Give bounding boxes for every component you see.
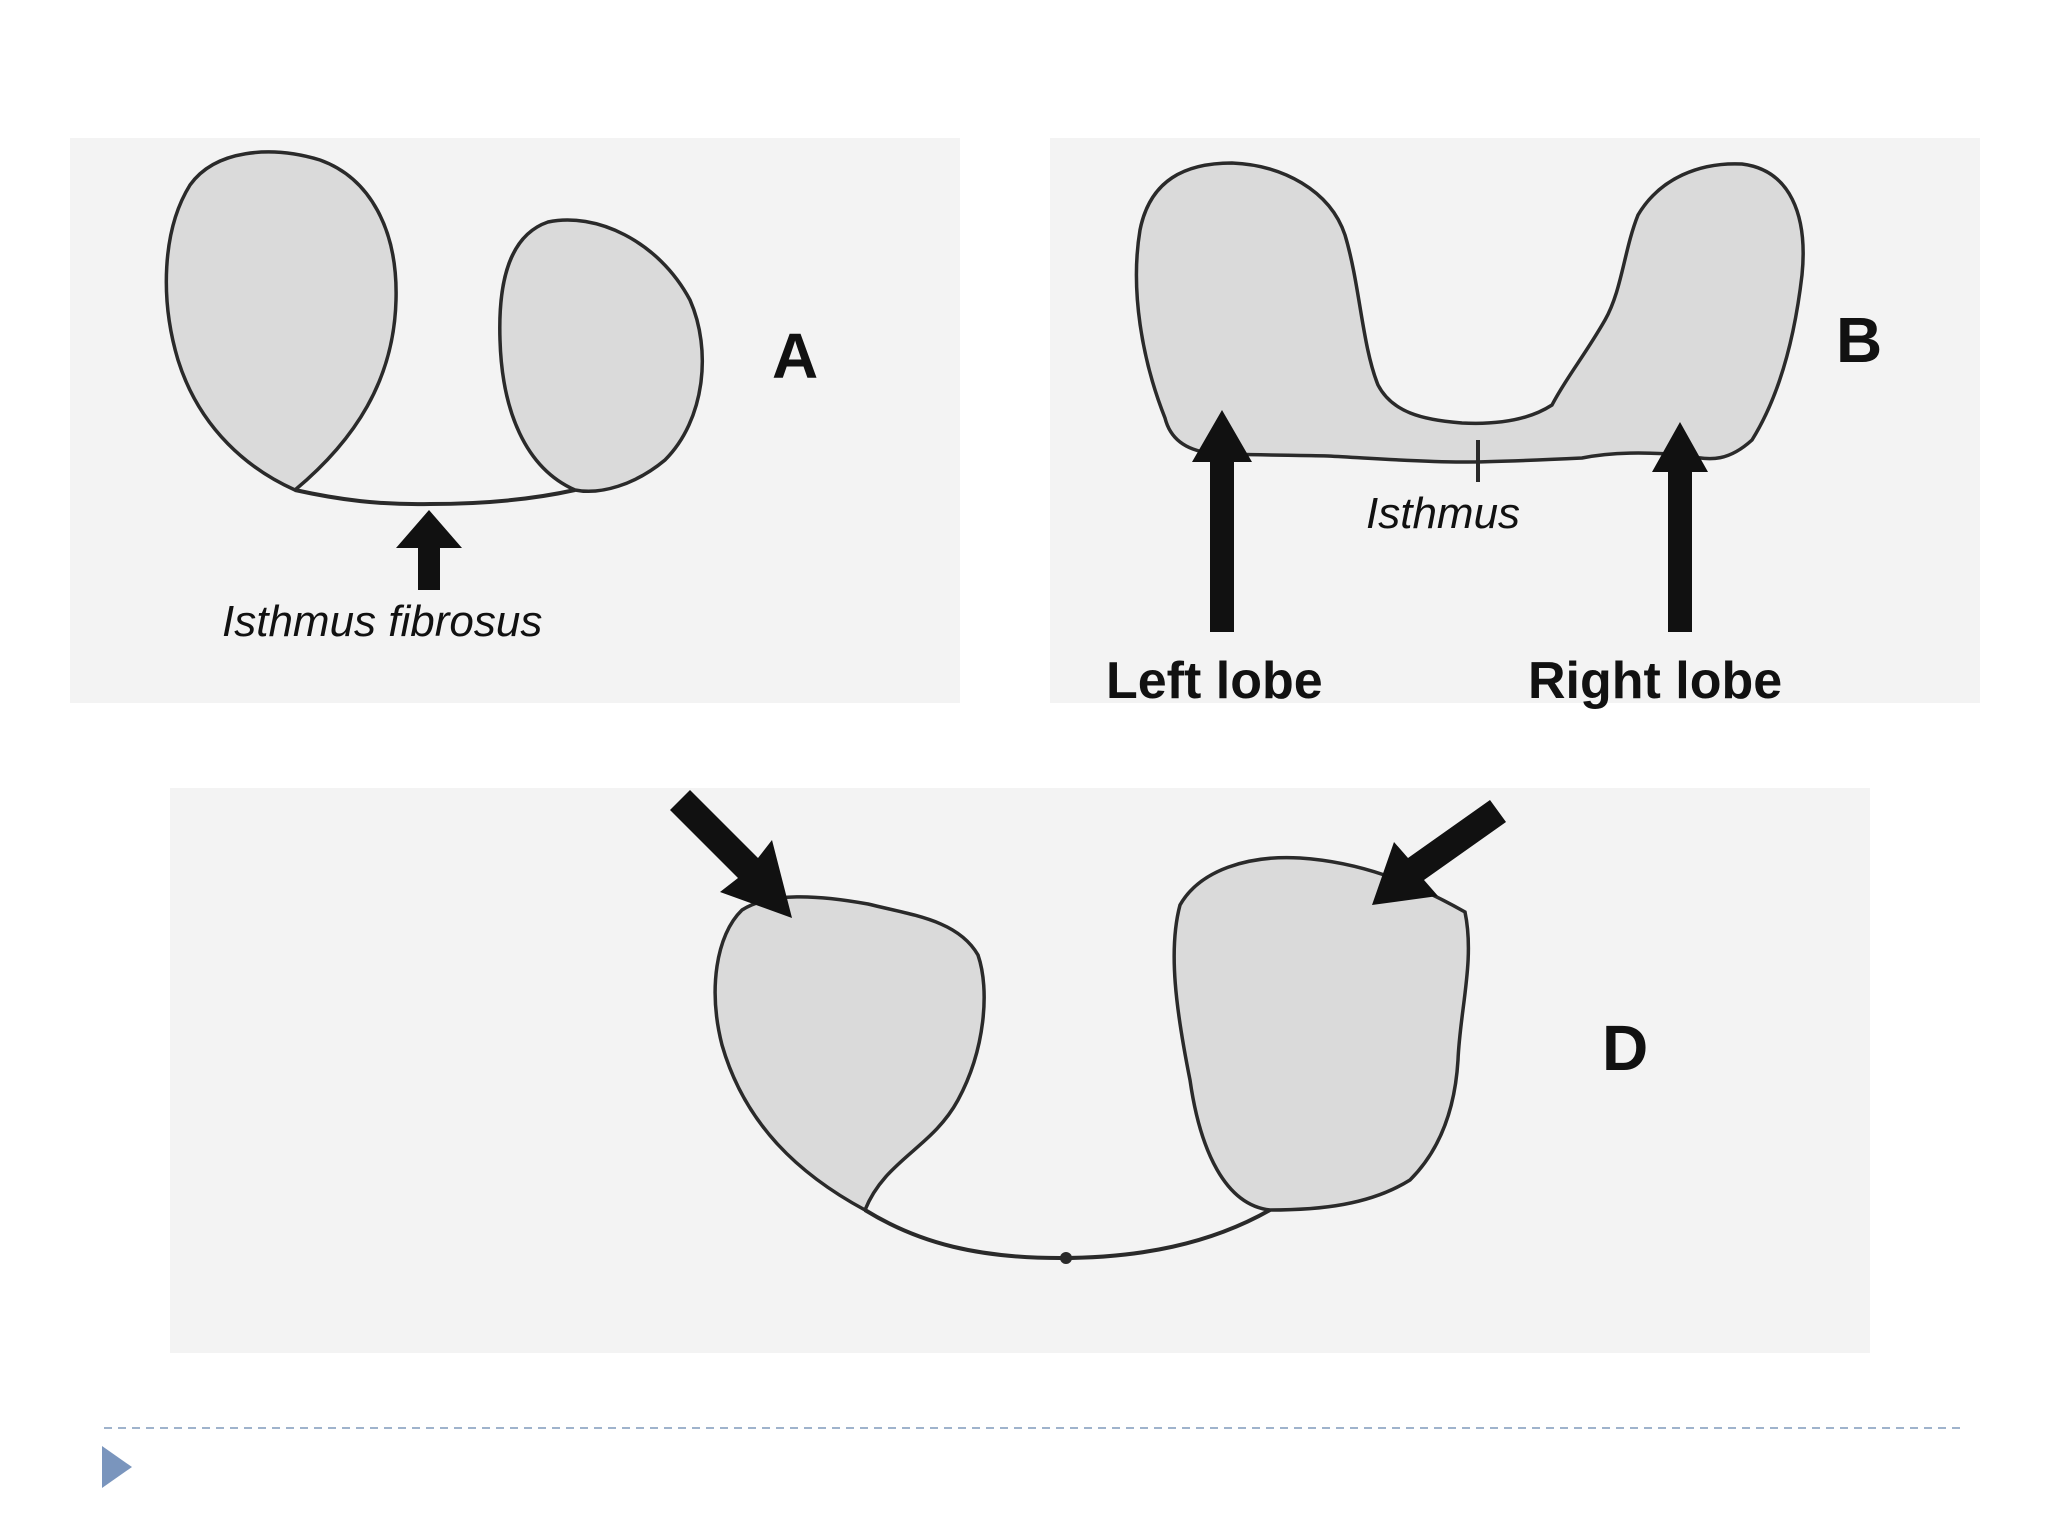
panel-d-background: [170, 788, 1870, 1353]
panel-b-right-arrow-icon: [1652, 422, 1708, 632]
panel-d-letter: D: [1602, 1012, 1648, 1084]
panel-d-isthmus-node: [1060, 1252, 1072, 1264]
panel-b-left-lobe-label: Left lobe: [1106, 652, 1323, 710]
panel-a-arrow-icon: [396, 510, 462, 590]
panel-a-right-lobe: [498, 218, 705, 493]
panel-b-thyroid-gland: [1134, 161, 1805, 464]
panel-b: B Isthmus Left lobe Right lobe: [1050, 138, 1980, 710]
panel-d-right-arrow-icon: [1372, 800, 1506, 905]
panel-b-right-lobe-label: Right lobe: [1528, 652, 1782, 710]
panel-a-isthmus-label: Isthmus fibrosus: [222, 597, 542, 646]
panel-b-left-arrow-icon: [1192, 410, 1252, 632]
triangle-bullet-icon: [102, 1446, 132, 1488]
panel-a: A Isthmus fibrosus: [70, 138, 960, 703]
panel-d-right-lobe: [1172, 855, 1471, 1212]
panel-b-isthmus-label: Isthmus: [1366, 489, 1520, 538]
panel-d-left-lobe: [713, 895, 986, 1213]
panel-a-left-lobe: [164, 150, 398, 493]
panel-a-isthmus-fibrosus: [294, 488, 576, 507]
panel-a-letter: A: [772, 320, 818, 392]
panel-d: D: [170, 788, 1870, 1353]
panel-d-left-arrow-icon: [670, 790, 792, 918]
panel-b-letter: B: [1836, 304, 1882, 376]
